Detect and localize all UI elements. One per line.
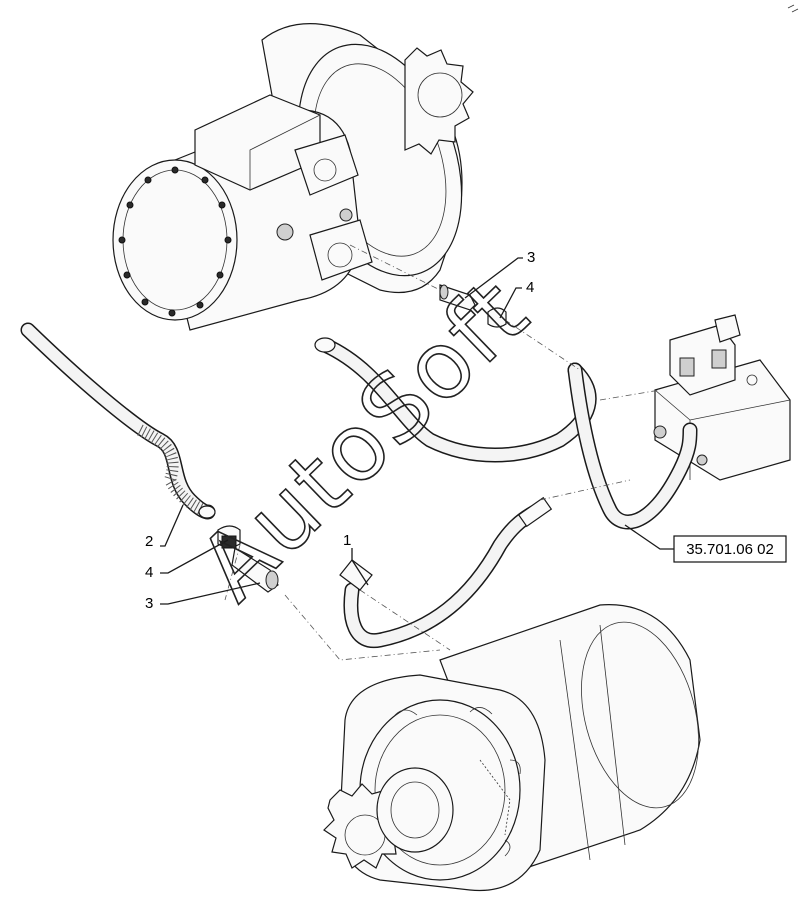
upper-port-block <box>276 134 373 281</box>
callout-4-lower-label: 4 <box>145 564 153 581</box>
lower-drive-motor <box>323 604 701 892</box>
callout-4-lower: 4 <box>145 539 229 581</box>
callout-1: 1 <box>343 532 369 586</box>
upper-sprocket <box>404 47 474 155</box>
hose-1 <box>339 496 553 649</box>
fitting-3-lower <box>231 547 279 593</box>
assembly-lines <box>224 244 661 661</box>
callout-4-upper-label: 4 <box>526 279 534 296</box>
callout-2-label: 2 <box>145 533 153 550</box>
reference-box-label: 35.701.06 02 <box>686 541 774 558</box>
hose-right-vertical <box>567 362 698 530</box>
valve-block <box>653 314 791 481</box>
reference-box[interactable]: 35.701.06 02 <box>624 524 787 563</box>
hose-2-left <box>20 322 216 520</box>
clip-4-upper <box>487 307 507 328</box>
callout-3-lower-label: 3 <box>145 595 153 612</box>
callout-3-upper-label: 3 <box>527 249 535 266</box>
callout-3-lower: 3 <box>145 582 261 612</box>
callout-3-upper: 3 <box>464 249 535 299</box>
callout-4-upper: 4 <box>499 279 534 319</box>
end-cap-bolts <box>118 166 232 317</box>
corner-mark <box>787 4 799 13</box>
callout-2: 2 <box>145 504 184 550</box>
upper-drive-motor <box>112 23 474 331</box>
fitting-3-upper <box>439 284 476 311</box>
callout-1-label: 1 <box>343 532 351 549</box>
